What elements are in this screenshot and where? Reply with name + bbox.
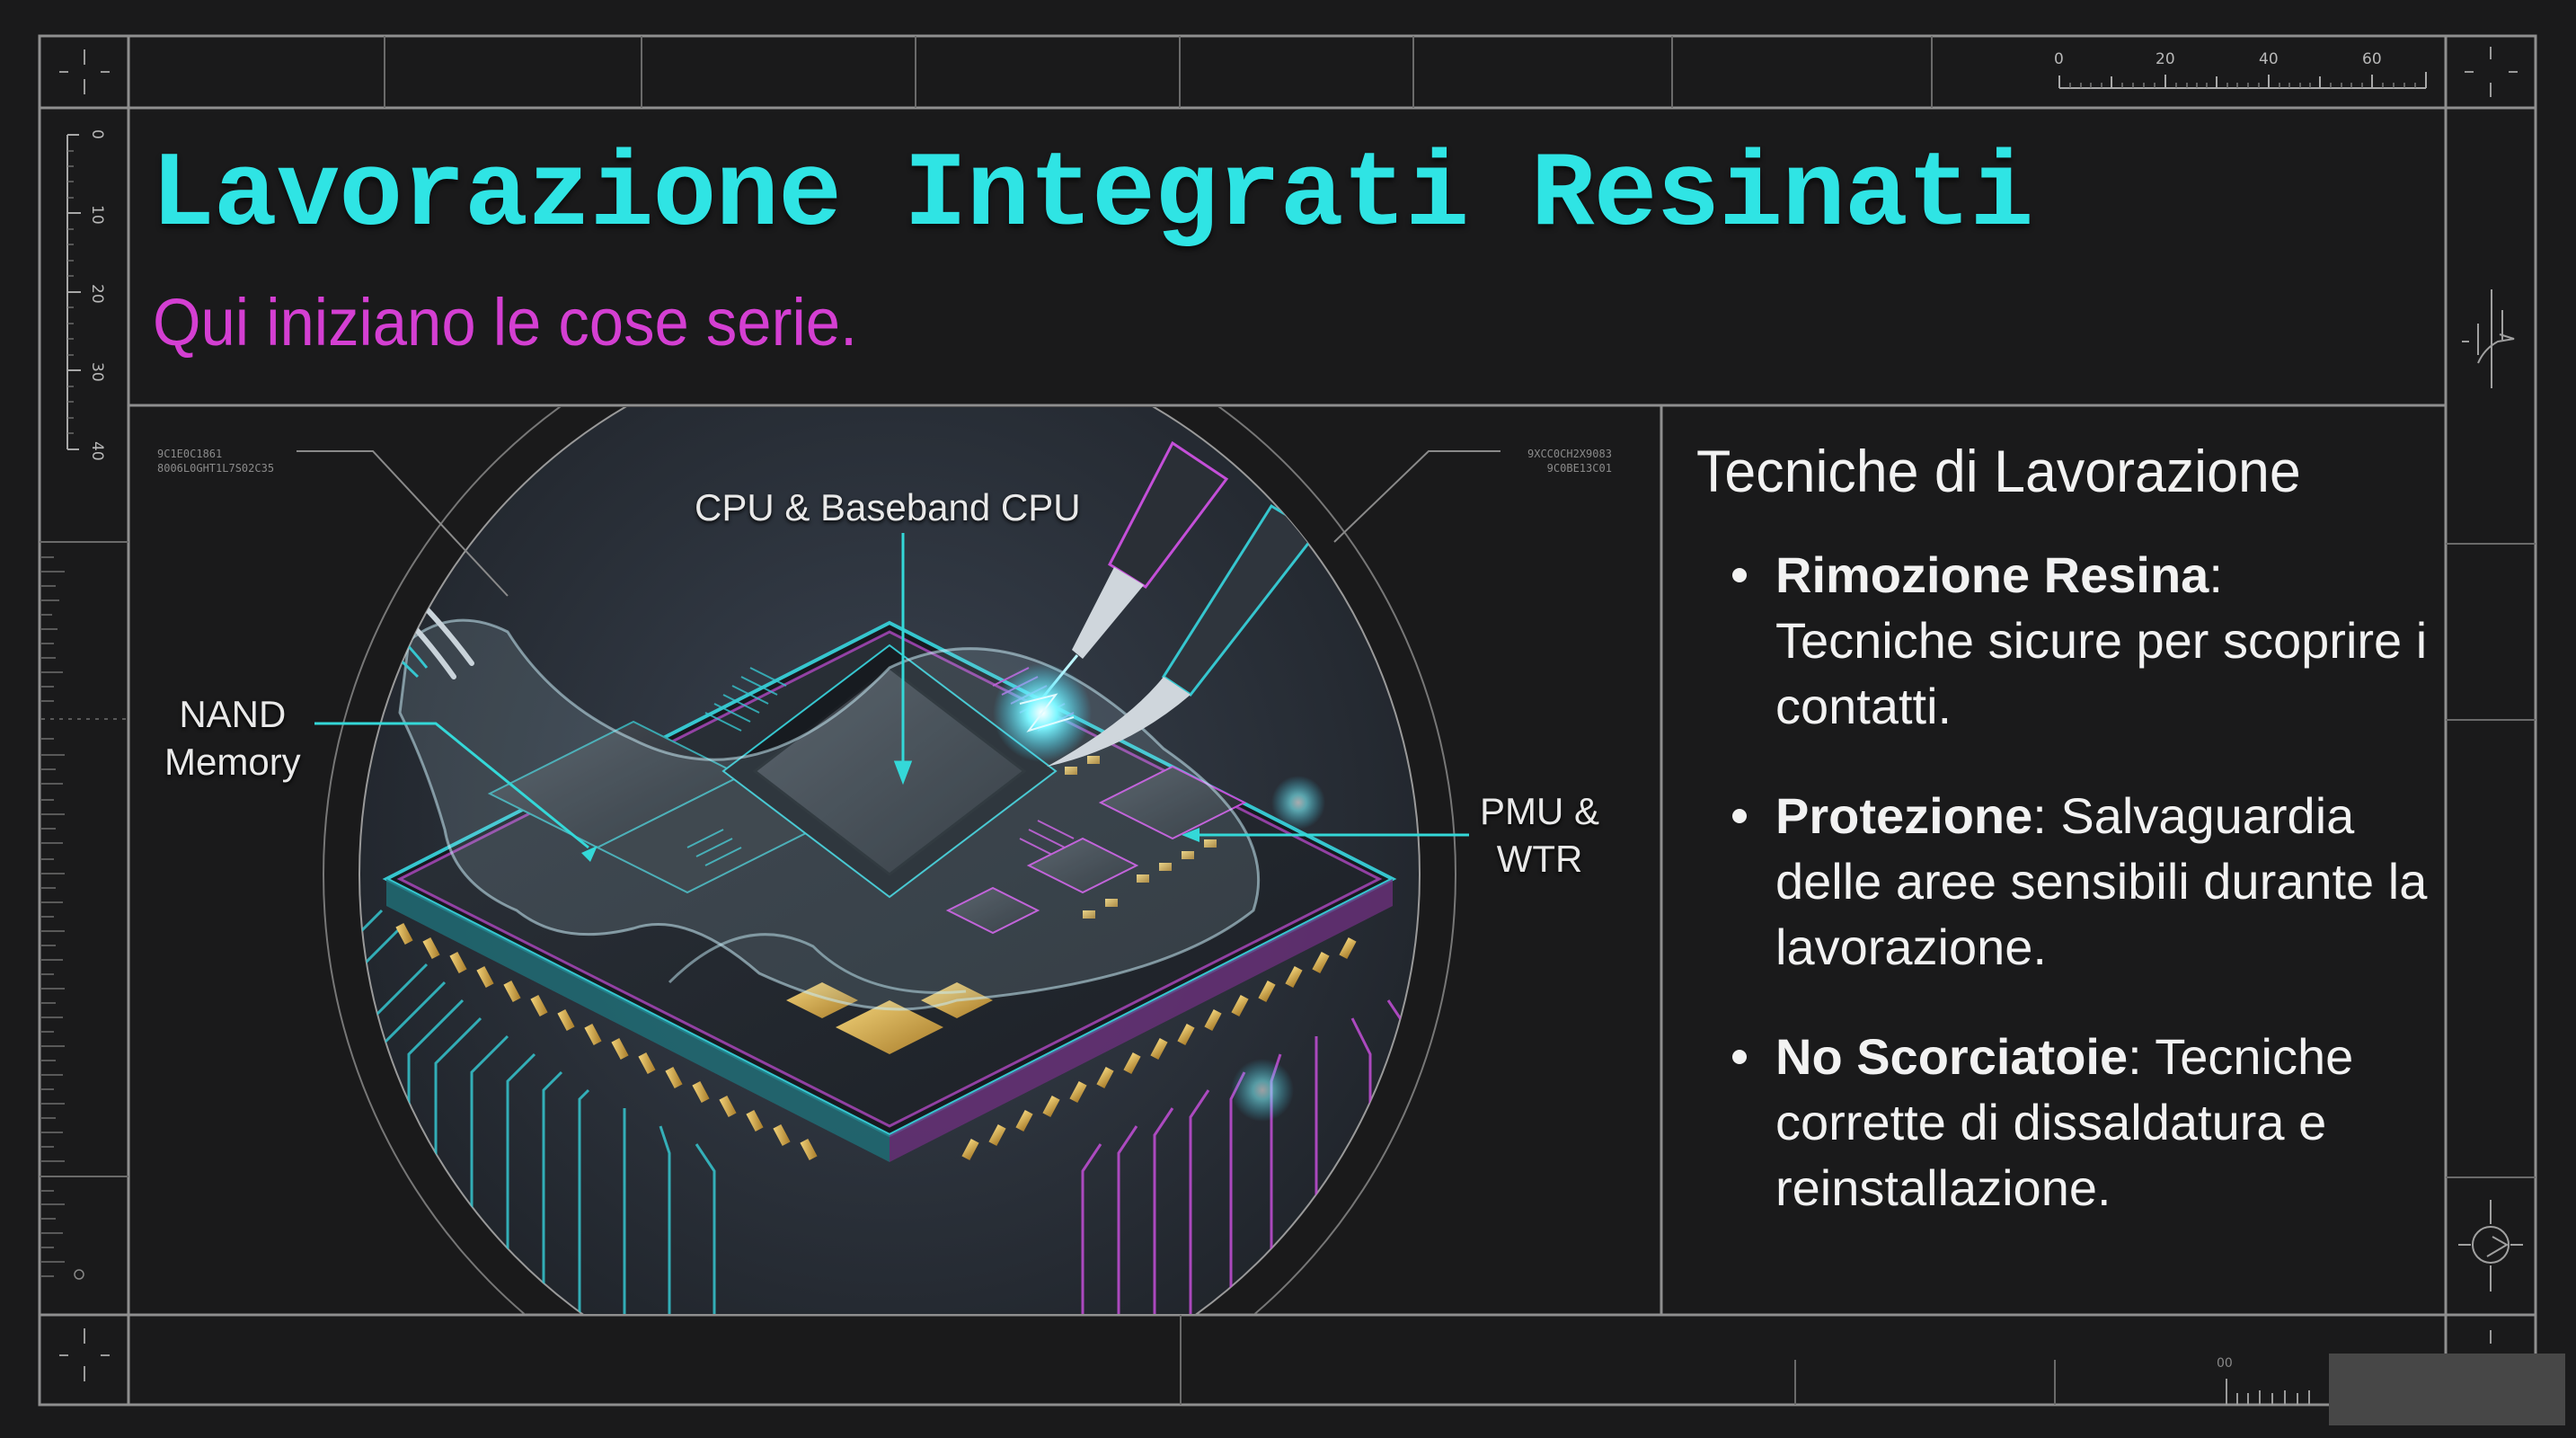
list-item-rimozione-resina: Rimozione Resina: Tecniche sicure per sc… [1723, 542, 2433, 739]
item-separator: : [2209, 546, 2223, 603]
item-label: Rimozione Resina [1775, 546, 2209, 603]
chip-illustration: CPU & Baseband CPU NAND Memory PMU & WTR… [130, 407, 1660, 1314]
callout-nand-line2: Memory [164, 740, 301, 783]
tech-code-right-line2: 9C0BE13C01 [1546, 462, 1612, 475]
tech-code-left-line1: 9C1E0C1861 [157, 448, 223, 460]
techniques-panel: Tecniche di Lavorazione Rimozione Resina… [1662, 407, 2444, 1314]
item-separator: : [2128, 1028, 2142, 1085]
slide-title: Lavorazione Integrati Resinati [151, 137, 2033, 256]
item-separator: : [2032, 787, 2047, 844]
crosshair-top-left [59, 49, 110, 94]
tech-code-left-line2: 8006L0GHT1L7S02C35 [157, 462, 275, 475]
callout-pmu-line2: WTR [1496, 837, 1583, 880]
top-ruler-label-20: 20 [2156, 50, 2175, 68]
item-label: No Scorciatoie [1775, 1028, 2129, 1085]
left-ruler-label-0: 0 [88, 129, 106, 139]
left-ruler-label-30: 30 [88, 362, 106, 382]
chip-icon [297, 407, 1500, 1314]
overlay-box [2329, 1354, 2565, 1425]
item-text: Tecniche corrette di dissaldatura e rein… [1775, 1028, 2354, 1216]
panel-heading: Tecniche di Lavorazione [1696, 438, 2301, 504]
left-ruler-label-40: 40 [88, 441, 106, 461]
tech-code-right: 9XCC0CH2X9083 9C0BE13C01 [1527, 447, 1612, 475]
bottom-ruler-label: 00 [2217, 1356, 2233, 1371]
callout-pmu: PMU & WTR [1480, 788, 1599, 883]
tech-code-right-line1: 9XCC0CH2X9083 [1527, 448, 1612, 460]
techniques-list: Rimozione Resina: Tecniche sicure per sc… [1723, 542, 2433, 1265]
top-ruler-label-0: 0 [2054, 50, 2064, 68]
bullet-icon [1732, 568, 1747, 582]
item-label: Protezione [1775, 787, 2033, 844]
bullet-icon [1732, 809, 1747, 823]
top-ruler-label-40: 40 [2259, 50, 2279, 68]
callout-nand: NAND Memory [164, 691, 301, 786]
bullet-icon [1732, 1050, 1747, 1064]
left-ruler-label-10: 10 [88, 205, 106, 225]
top-ruler-label-60: 60 [2362, 50, 2382, 68]
callout-nand-line1: NAND [179, 693, 287, 735]
list-item-no-scorciatoie: No Scorciatoie: Tecniche corrette di dis… [1723, 1024, 2433, 1221]
item-text: Tecniche sicure per scoprire i contatti. [1775, 612, 2428, 734]
list-item-protezione: Protezione: Salvaguardia delle aree sens… [1723, 783, 2433, 980]
left-ruler-label-20: 20 [88, 284, 106, 304]
callout-cpu: CPU & Baseband CPU [695, 486, 1081, 528]
item-text: Salvaguardia delle aree sensibili durant… [1775, 787, 2428, 975]
slide-subtitle: Qui iniziano le cose serie. [153, 285, 858, 360]
tech-code-left: 9C1E0C1861 8006L0GHT1L7S02C35 [157, 447, 274, 475]
callout-pmu-line1: PMU & [1480, 790, 1600, 832]
